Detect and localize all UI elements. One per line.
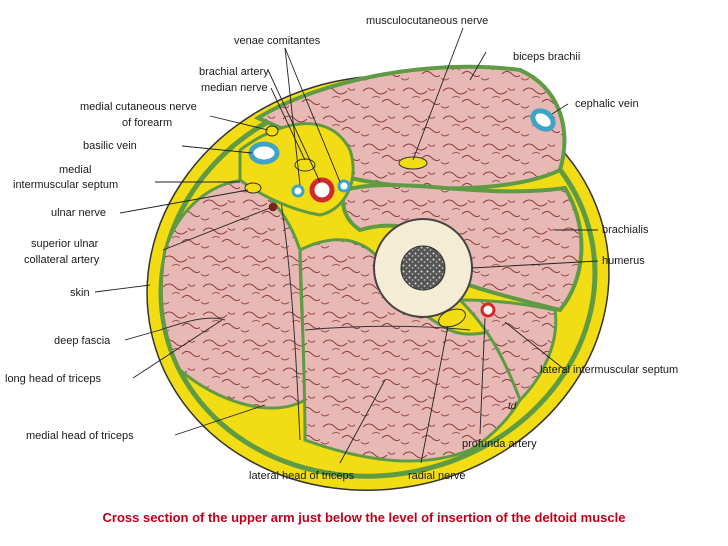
label-deep-fascia: deep fascia [54, 335, 111, 347]
musculocutaneous-nerve [398, 156, 428, 170]
label-profunda-artery: profunda artery [462, 438, 537, 450]
humerus-marrow [400, 245, 446, 291]
superior-ulnar-collateral-artery [268, 202, 278, 212]
label-brachial-artery: brachial artery [199, 66, 269, 78]
signature: td [508, 401, 517, 412]
label-medial-intermuscular-septum-2: intermuscular septum [13, 179, 118, 191]
basilic-vein [248, 141, 280, 165]
radial-nerve [438, 308, 466, 328]
label-lateral-head-of-triceps: lateral head of triceps [249, 470, 355, 482]
label-cephalic-vein: cephalic vein [575, 98, 639, 110]
long-head-triceps-muscle [159, 178, 307, 410]
medial-cutaneous-nerve [265, 125, 279, 137]
label-lateral-intermuscular-septum: lateral intermuscular septum [540, 364, 678, 376]
label-medial-cutaneous-nerve-1: medial cutaneous nerve [80, 101, 197, 113]
label-median-nerve: median nerve [201, 82, 268, 94]
label-medial-intermuscular-septum-1: medial [59, 164, 91, 176]
label-medial-cutaneous-nerve-2: of forearm [122, 117, 172, 129]
label-skin: skin [70, 287, 90, 299]
venae-comitantes-2 [337, 179, 351, 193]
profunda-artery [480, 302, 496, 318]
label-ulnar-nerve: ulnar nerve [51, 207, 106, 219]
label-biceps-brachii: biceps brachii [513, 51, 580, 63]
label-venae-comitantes: venae comitantes [234, 35, 321, 47]
venae-comitantes-1 [291, 184, 305, 198]
label-medial-head-of-triceps: medial head of triceps [26, 430, 134, 442]
label-musculocutaneous-nerve: musculocutaneous nerve [366, 15, 488, 27]
label-basilic-vein: basilic vein [83, 140, 137, 152]
label-superior-ulnar-collateral-artery-2: collateral artery [24, 254, 100, 266]
lateral-head-triceps-muscle [456, 298, 558, 403]
cephalic-vein [530, 108, 556, 132]
label-humerus: humerus [602, 255, 645, 267]
ulnar-nerve [244, 182, 262, 194]
label-superior-ulnar-collateral-artery-1: superior ulnar [31, 238, 99, 250]
label-radial-nerve: radial nerve [408, 470, 465, 482]
brachial-artery [309, 177, 335, 203]
label-long-head-of-triceps: long head of triceps [5, 373, 102, 385]
figure-caption: Cross section of the upper arm just belo… [102, 510, 626, 525]
label-brachialis: brachialis [602, 224, 649, 236]
